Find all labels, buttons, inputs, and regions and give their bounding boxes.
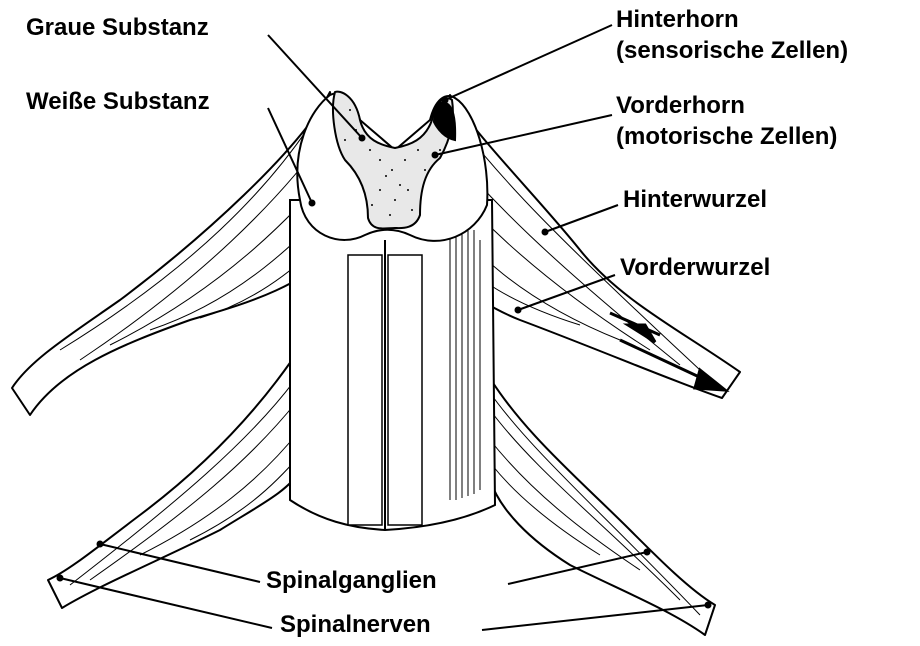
label-hinterhorn-sub: (sensorische Zellen): [616, 37, 848, 65]
pointer-nerve-right: [482, 605, 708, 630]
label-hinterwurzel: Hinterwurzel: [623, 186, 767, 214]
lower-left-root: [48, 360, 300, 608]
label-hinterhorn: Hinterhorn: [616, 6, 739, 34]
pointer-hinterwurzel: [545, 205, 618, 232]
label-weisse-substanz: Weiße Substanz: [26, 88, 210, 116]
spinal-cord-column: [290, 200, 495, 530]
label-spinalnerven: Spinalnerven: [280, 611, 431, 639]
label-graue-substanz: Graue Substanz: [26, 14, 209, 42]
label-vorderwurzel: Vorderwurzel: [620, 254, 770, 282]
pointer-nerve-left: [60, 578, 272, 628]
label-spinalganglien: Spinalganglien: [266, 567, 437, 595]
cord-cross-section: [297, 92, 487, 241]
pointer-hinterhorn: [445, 25, 612, 100]
label-vorderhorn-sub: (motorische Zellen): [616, 123, 837, 151]
label-vorderhorn: Vorderhorn: [616, 92, 745, 120]
